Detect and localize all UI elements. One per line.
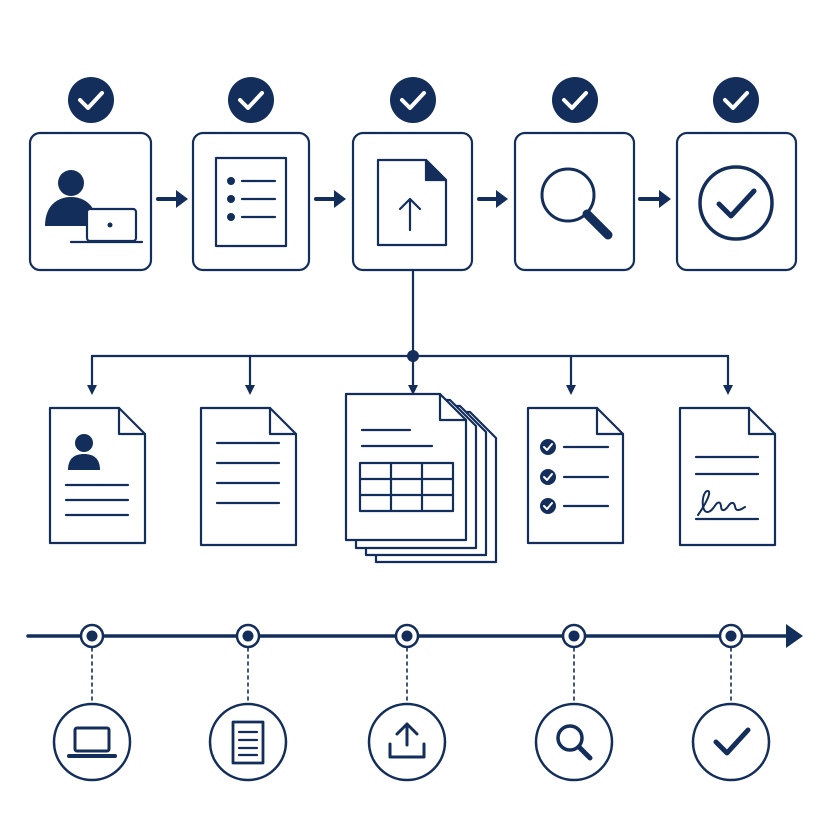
documents-row — [48, 392, 777, 564]
badge-checkmark-icon — [400, 91, 426, 110]
text-document-icon — [199, 406, 298, 547]
signed-document-icon — [678, 406, 777, 547]
laptop-icon — [52, 702, 132, 782]
badge-checkmark-icon — [238, 91, 264, 110]
completed-badge-icon — [228, 77, 274, 123]
process-step-4 — [513, 77, 636, 272]
check-circle-icon — [698, 165, 774, 241]
completed-badge-icon — [68, 77, 114, 123]
timeline-node — [394, 623, 420, 649]
completed-badge-icon — [390, 77, 436, 123]
profile-document-icon — [48, 406, 147, 545]
checklist-document-icon — [526, 406, 625, 545]
step-card — [28, 131, 153, 272]
document-icon — [208, 702, 288, 782]
timeline-node — [718, 623, 744, 649]
timeline-node — [235, 623, 261, 649]
process-steps-row — [28, 77, 798, 272]
process-step-2 — [191, 77, 311, 272]
upload-icon — [367, 702, 447, 782]
timeline-node — [79, 623, 105, 649]
magnifier-icon — [540, 167, 613, 240]
branch-connector — [87, 268, 733, 395]
completed-badge-icon — [552, 77, 598, 123]
process-step-5 — [675, 77, 798, 272]
completed-badge-icon — [713, 77, 759, 123]
checklist-form-icon — [214, 156, 288, 248]
flow-arrow — [156, 190, 188, 208]
step-card — [675, 131, 798, 272]
process-step-1 — [28, 77, 153, 272]
upload-document-icon — [376, 158, 448, 247]
flow-arrow — [638, 190, 671, 208]
flow-arrow — [314, 190, 346, 208]
badge-checkmark-icon — [562, 91, 588, 110]
timeline-arrowhead-icon — [786, 624, 803, 648]
signature-icon — [697, 490, 746, 516]
spreadsheet-stack-icon — [344, 392, 498, 564]
step-card — [513, 131, 636, 272]
badge-checkmark-icon — [723, 91, 749, 110]
checkmark-icon — [691, 702, 771, 782]
timeline-node — [561, 623, 587, 649]
timeline — [26, 623, 803, 782]
badge-checkmark-icon — [78, 91, 104, 110]
process-step-3 — [351, 77, 474, 272]
user-laptop-icon — [45, 170, 144, 244]
search-icon — [534, 702, 614, 782]
flow-arrow — [477, 190, 508, 208]
